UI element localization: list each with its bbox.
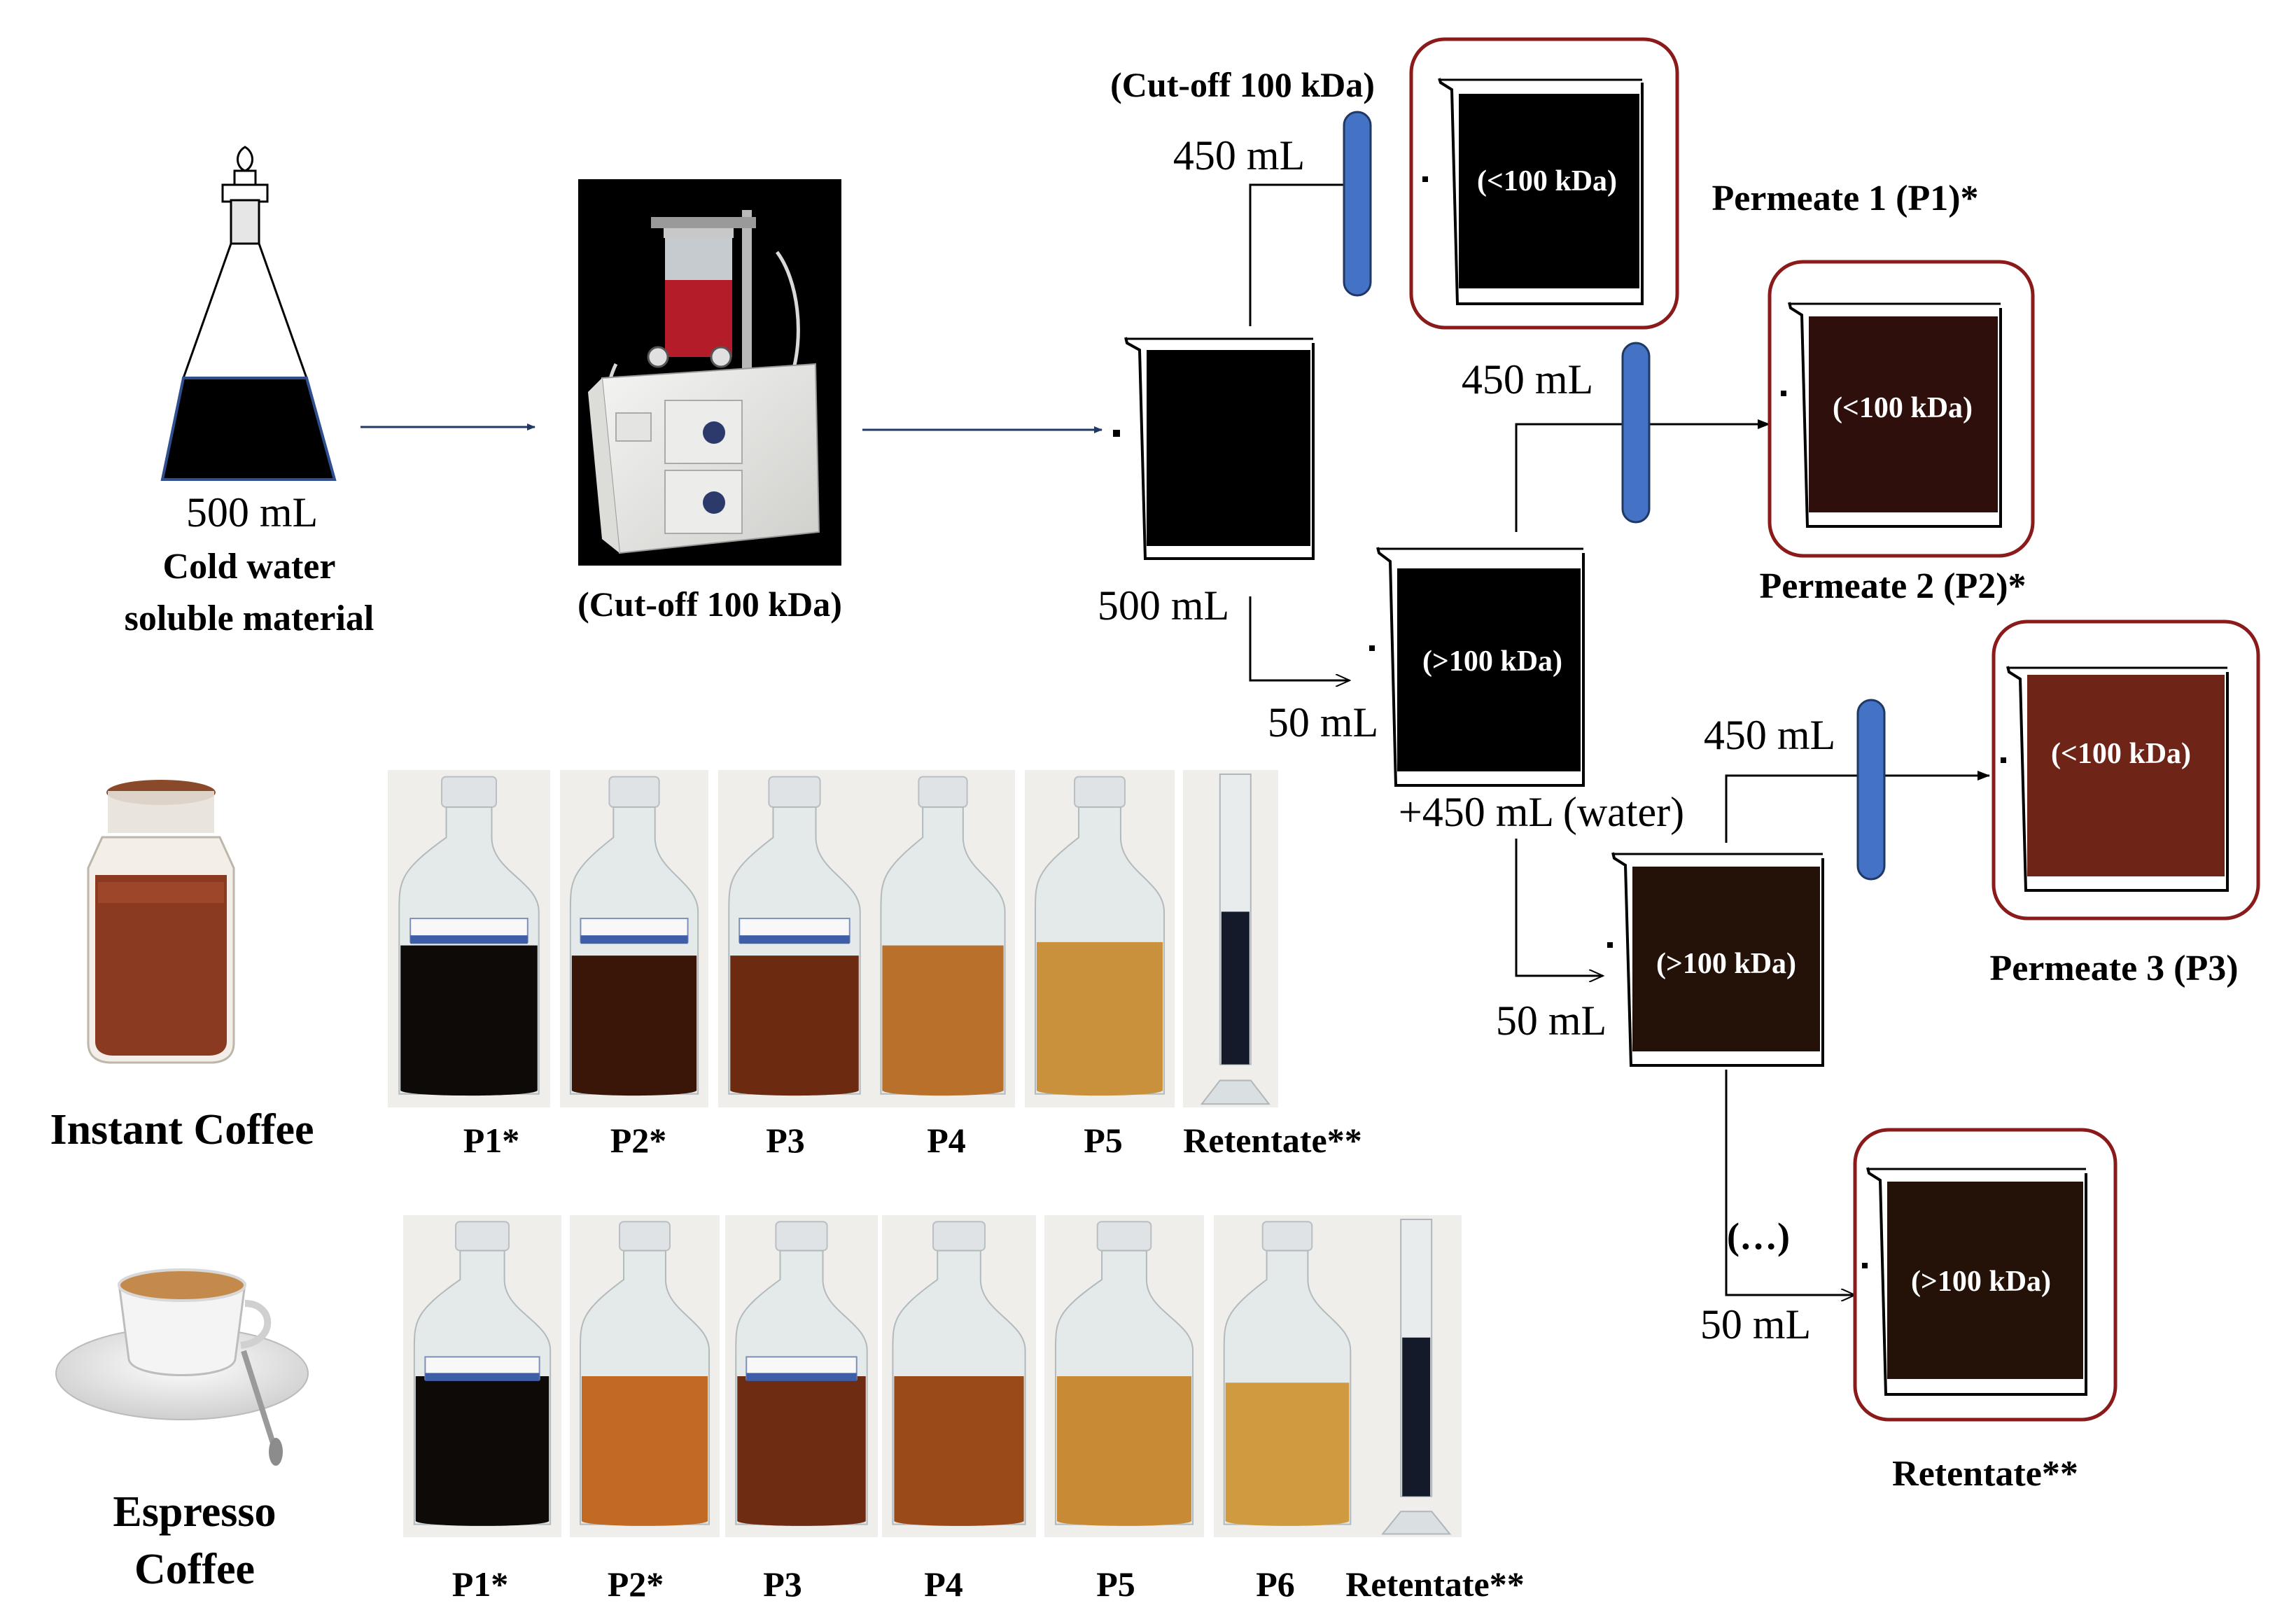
permeate-2-label: Permeate 2 (P2)* — [1759, 566, 2026, 606]
device-cutoff-label: (Cut-off 100 kDa) — [578, 584, 842, 624]
permeate-1-label: Permeate 1 (P1)* — [1712, 178, 1978, 218]
bottle-photo — [560, 770, 708, 1107]
connector-feed-to-p1 — [1249, 183, 1358, 326]
p2-volume: 450 mL — [1462, 356, 1593, 402]
ret1-beaker-label: (>100 kDa) — [1422, 645, 1562, 678]
espresso-fraction-label-0: P1* — [452, 1564, 509, 1604]
bottle-photo — [1214, 1215, 1361, 1537]
ret2-beaker-label: (>100 kDa) — [1656, 948, 1796, 980]
espresso-title-line1: Espresso — [113, 1488, 276, 1536]
instant-fraction-label-5: Retentate** — [1183, 1121, 1362, 1160]
final-highlight-frame — [1853, 1128, 2118, 1422]
instant-fraction-label-2: P3 — [766, 1121, 805, 1160]
bottle-photo — [570, 1215, 720, 1537]
final-retentate-beaker — [1866, 1167, 2087, 1396]
instant-fraction-label-1: P2* — [610, 1121, 667, 1160]
bottle-photo — [1044, 1215, 1204, 1537]
espresso-cup-image — [55, 1268, 309, 1466]
filter-membrane-icon — [1343, 111, 1372, 297]
beaker-spout-mark — [1862, 1263, 1868, 1268]
p2-highlight-frame — [1768, 260, 2035, 558]
espresso-fractions-photos — [403, 1215, 1462, 1537]
erlenmeyer-flask-icon — [160, 146, 337, 481]
retentate-1-beaker — [1376, 547, 1585, 787]
beaker-spout-mark — [1113, 430, 1120, 437]
graduated-cylinder-photo — [1361, 1215, 1462, 1537]
filter-cutoff-label: (Cut-off 100 kDa) — [1110, 65, 1375, 104]
beaker-spout-mark — [2001, 757, 2006, 763]
permeate-3-label: Permeate 3 (P3) — [1989, 948, 2238, 988]
ultrafiltration-device-image — [578, 179, 841, 566]
permeate-3-beaker — [2006, 666, 2229, 892]
p2-beaker-label: (<100 kDa) — [1833, 392, 1973, 424]
bottle-photo — [882, 1215, 1036, 1537]
retentate-2-beaker — [1611, 852, 1824, 1067]
bottle-photo — [388, 770, 550, 1107]
p1-beaker-label: (<100 kDa) — [1477, 165, 1617, 197]
espresso-fraction-label-4: P5 — [1096, 1564, 1135, 1604]
beaker-spout-mark — [1369, 645, 1375, 651]
bottle-photo — [403, 1215, 561, 1537]
beaker-spout-mark — [1781, 391, 1786, 396]
beaker-spout-mark — [1607, 942, 1613, 948]
permeate-1-beaker — [1438, 78, 1644, 305]
espresso-fraction-label-2: P3 — [763, 1564, 802, 1604]
source-label-line1: Cold water — [163, 547, 336, 587]
instant-fraction-label-0: P1* — [463, 1121, 520, 1160]
p3-volume: 450 mL — [1704, 712, 1835, 758]
final-retentate-label: Retentate** — [1892, 1454, 2078, 1494]
feed-volume: 500 mL — [1098, 582, 1229, 629]
source-volume: 500 mL — [186, 489, 318, 536]
bottle-photo — [871, 770, 1015, 1107]
instant-coffee-jar-image — [87, 780, 235, 1064]
connector-ret2-to-p3 — [1725, 771, 1990, 843]
ret2-volume: 50 mL — [1496, 997, 1606, 1044]
instant-fraction-labels: P1* P2* P3 P4 P5 Retentate** — [463, 1121, 1362, 1160]
permeate-2-beaker — [1788, 302, 2002, 528]
bottle-photo — [718, 770, 871, 1107]
filter-membrane-icon — [1856, 699, 1886, 881]
ret1-volume: 50 mL — [1268, 699, 1378, 746]
bottle-photo — [725, 1215, 878, 1537]
connector-ret1-to-p2 — [1515, 419, 1770, 532]
water-added-label: +450 mL (water) — [1399, 789, 1684, 835]
instant-fraction-label-4: P5 — [1084, 1121, 1123, 1160]
continuation-ellipsis: (…) — [1727, 1215, 1790, 1257]
final-beaker-label: (>100 kDa) — [1911, 1266, 2051, 1298]
feed-beaker — [1124, 337, 1315, 560]
instant-coffee-title: Instant Coffee — [50, 1106, 314, 1154]
p3-highlight-frame — [1991, 620, 2260, 920]
p1-volume: 450 mL — [1173, 132, 1305, 178]
final-volume: 50 mL — [1700, 1301, 1811, 1348]
connector-feed-to-ret1 — [1249, 596, 1350, 680]
espresso-title-line2: Coffee — [134, 1546, 255, 1593]
beaker-spout-mark — [1422, 176, 1428, 182]
source-label-line2: soluble material — [125, 598, 374, 638]
instant-fraction-label-3: P4 — [927, 1121, 966, 1160]
espresso-fraction-label-6: Retentate** — [1345, 1564, 1524, 1604]
connector-ret1-to-ret2 — [1515, 839, 1603, 976]
filter-membrane-icon — [1621, 342, 1651, 524]
graduated-cylinder-photo — [1183, 770, 1278, 1107]
espresso-fraction-label-3: P4 — [924, 1564, 963, 1604]
bottle-photo — [1025, 770, 1175, 1107]
espresso-fraction-labels: P1* P2* P3 P4 P5 P6 Retentate** — [452, 1564, 1525, 1604]
instant-fractions-photos — [388, 770, 1278, 1107]
p1-highlight-frame — [1409, 37, 1679, 330]
espresso-fraction-label-5: P6 — [1256, 1564, 1295, 1604]
p3-beaker-label: (<100 kDa) — [2051, 738, 2191, 770]
espresso-fraction-label-1: P2* — [608, 1564, 664, 1604]
connector-ret2-to-final — [1725, 1070, 1855, 1295]
